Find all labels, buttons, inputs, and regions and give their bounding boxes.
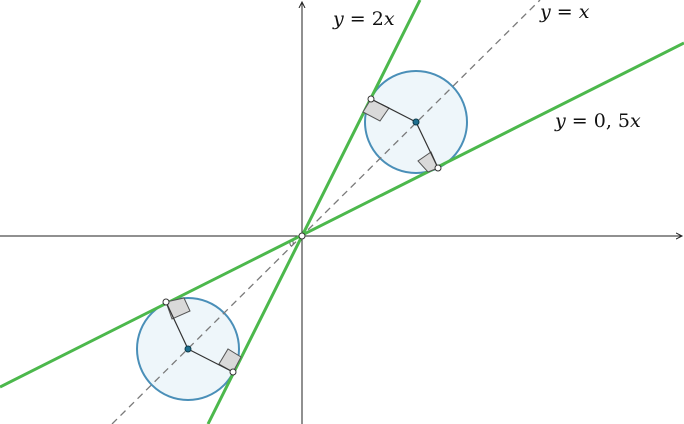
circle-center [184, 345, 192, 353]
radius-segment [187, 348, 234, 373]
label-y-2x: y = 2x [332, 8, 395, 30]
line-y-05x [0, 41, 684, 389]
tangent-point [229, 368, 237, 376]
radius-segment [370, 98, 417, 123]
label-y-05x: y = 0, 5x [554, 110, 641, 132]
line-y-x [111, 0, 541, 424]
circle-center [412, 118, 420, 126]
radius-segment [415, 121, 439, 169]
line-y-2x [206, 0, 422, 424]
tangent-point [367, 95, 375, 103]
origin-point [298, 232, 306, 240]
radius-segment [165, 301, 189, 350]
origin-label: 0 [289, 239, 294, 248]
tangent-point [434, 164, 442, 172]
label-y-x: y = x [539, 1, 590, 23]
tangent-point [162, 298, 170, 306]
